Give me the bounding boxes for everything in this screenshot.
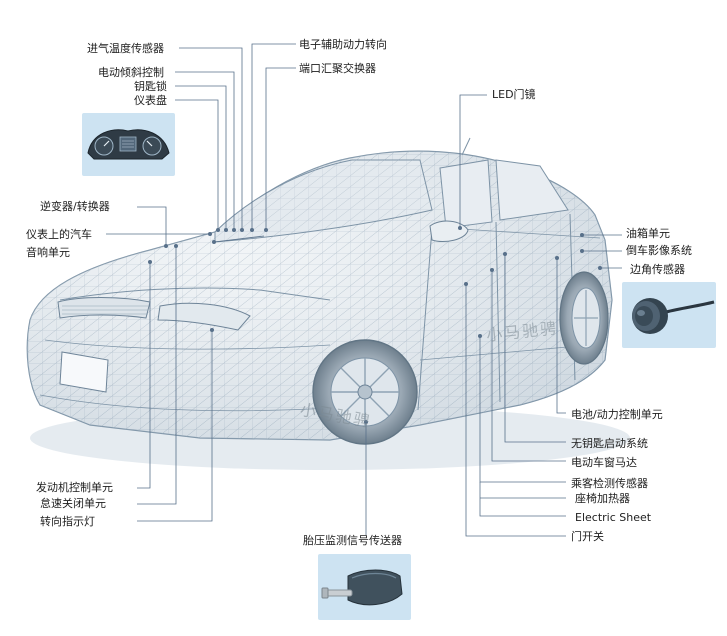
leader-dots: [148, 226, 602, 424]
label-window-motor: 电动车窗马达: [571, 456, 637, 469]
label-audio-unit: 音响单元: [26, 246, 70, 259]
label-intake-temp-sensor: 进气温度传感器: [87, 42, 164, 55]
label-electric-tilt-control: 电动倾斜控制: [98, 66, 164, 79]
label-door-switch: 门开关: [571, 530, 604, 543]
label-inverter-converter: 逆变器/转换器: [40, 200, 110, 213]
label-key-lock: 钥匙锁: [134, 80, 167, 93]
label-engine-control-unit: 发动机控制单元: [36, 481, 113, 494]
label-turn-indicator: 转向指示灯: [40, 515, 95, 528]
label-tpms-transmitter: 胎压监测信号传送器: [303, 534, 402, 547]
label-battery-control: 电池/动力控制单元: [571, 408, 663, 421]
tpms-inset: [318, 554, 411, 620]
label-keyless-start: 无钥匙启动系统: [571, 437, 648, 450]
leader-lines: [106, 43, 622, 537]
label-fuel-tank-unit: 油箱单元: [626, 227, 670, 240]
parking-sensor-icon: [632, 298, 715, 334]
label-dashboard-car-audio: 仪表上的汽车: [26, 228, 92, 241]
side-window-front: [439, 159, 493, 229]
instrument-cluster-inset: [82, 113, 175, 176]
label-electric-sheet: Electric Sheet: [575, 511, 652, 524]
label-eps: 电子辅助动力转向: [299, 38, 387, 51]
label-occupant-sensor: 乘客检测传感器: [571, 477, 648, 490]
label-seat-heater: 座椅加热器: [575, 492, 630, 505]
gauge-cluster-icon: [87, 129, 170, 160]
corner-sensor-inset: [622, 282, 716, 348]
label-port-hub: 端口汇聚交换器: [299, 62, 376, 75]
license-plate: [59, 351, 109, 393]
label-instrument-panel: 仪表盘: [134, 94, 167, 107]
side-mirror: [429, 220, 469, 243]
side-window-rear: [495, 159, 569, 221]
label-corner-sensor: 边角传感器: [630, 263, 685, 276]
grille: [57, 297, 151, 319]
tpms-sensor-icon: [321, 569, 403, 606]
label-idle-stop: 怠速关闭单元: [40, 497, 106, 510]
label-rear-camera: 倒车影像系统: [626, 244, 692, 257]
headlight: [157, 302, 251, 331]
label-led-mirror: LED门镜: [492, 88, 536, 101]
